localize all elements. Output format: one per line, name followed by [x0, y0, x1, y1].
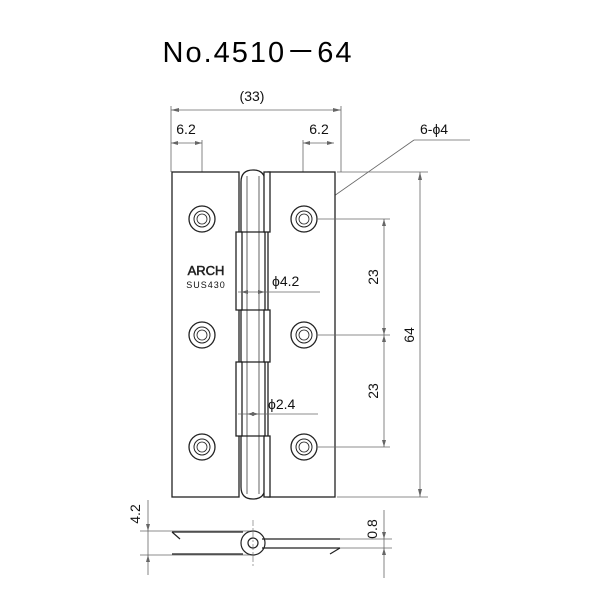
- material-marking: SUS430: [186, 280, 226, 290]
- screw-hole: [188, 321, 216, 349]
- overall-height-dimension: [337, 171, 428, 498]
- screw-holes: [188, 205, 318, 461]
- hole-spacing-dimension: [318, 218, 390, 448]
- screw-hole: [290, 321, 318, 349]
- overall-width-label: (33): [240, 88, 265, 104]
- hole-spacing-lower-label: 23: [365, 383, 381, 399]
- overall-width-dimension: [170, 106, 342, 172]
- knuckle-segment: [263, 435, 271, 498]
- knuckle-end: [240, 530, 266, 556]
- inner-pin-diameter-leader: [238, 412, 318, 416]
- hole-spacing-upper-label: 23: [365, 269, 381, 285]
- knuckle-thickness-label: 4.2: [127, 504, 143, 524]
- knuckle-segment: [263, 171, 271, 233]
- knuckle-segment: [263, 309, 271, 363]
- brand-marking: ARCH: [188, 263, 225, 278]
- screw-hole: [290, 433, 318, 461]
- screw-hole: [188, 205, 216, 233]
- hole-callout-leader: [313, 139, 470, 211]
- hole-callout-label: 6-ϕ4: [420, 121, 448, 137]
- left-offset-label: 6.2: [176, 121, 196, 137]
- pin-diameter-leader: [238, 290, 320, 294]
- knuckle-segment: [235, 231, 243, 311]
- hinge-end-view: [171, 520, 341, 566]
- knuckle-segment: [235, 361, 243, 437]
- leaf-thickness-dimension: [340, 510, 392, 578]
- screw-hole: [188, 433, 216, 461]
- drawing-title: No.4510－64: [163, 37, 354, 69]
- inner-pin-diameter-label: ϕ2.4: [268, 396, 296, 412]
- right-offset-label: 6.2: [309, 121, 329, 137]
- screw-hole: [290, 205, 318, 233]
- overall-height-label: 64: [401, 327, 417, 343]
- knuckle-thickness-dimension: [140, 500, 250, 575]
- knuckle-barrel: [240, 169, 266, 500]
- pin-diameter-label: ϕ4.2: [272, 273, 300, 289]
- leaf-thickness-label: 0.8: [364, 519, 380, 539]
